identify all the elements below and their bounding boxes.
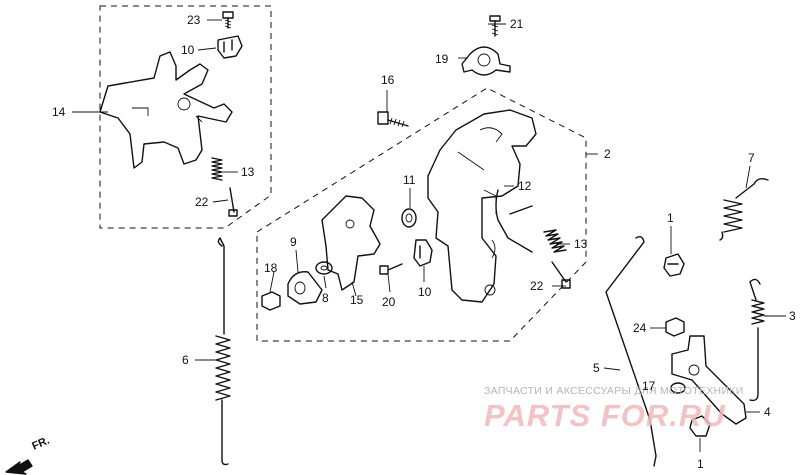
callout-1-lower: 1 — [697, 457, 704, 471]
control-assembly-group-frame — [256, 87, 587, 342]
lever-4 — [671, 335, 747, 425]
front-direction-arrow: FR. — [5, 435, 51, 475]
cam-9-hole — [294, 281, 306, 295]
bolt-16 — [377, 111, 409, 128]
upper-bracket-group-frame — [99, 5, 272, 229]
callout-12: 12 — [518, 179, 532, 193]
control-plate-2-hole — [484, 284, 496, 296]
callout-22-upper: 22 — [195, 195, 209, 209]
rod-5 — [605, 235, 657, 467]
bolt-22-right — [551, 261, 571, 289]
callout-23: 23 — [187, 13, 201, 27]
clamp-19 — [461, 46, 511, 76]
callout-3: 3 — [789, 309, 796, 323]
control-plate-2 — [427, 109, 537, 303]
plate-15 — [321, 195, 381, 291]
lever-4-hole — [688, 364, 700, 376]
callout-13-upper: 13 — [241, 165, 255, 179]
cable-link-12 — [495, 189, 533, 253]
callout-18: 18 — [264, 261, 278, 275]
callout-5: 5 — [593, 361, 600, 375]
spring-13-upper — [211, 157, 223, 181]
leader-lines — [72, 19, 786, 452]
callout-17: 17 — [642, 379, 656, 393]
callout-labels: 23 10 14 13 22 21 19 16 2 11 12 13 22 9 … — [52, 13, 796, 471]
front-direction-label: FR. — [30, 435, 51, 453]
bolt-21 — [489, 15, 501, 37]
callout-4: 4 — [764, 405, 771, 419]
spring-7 — [719, 177, 769, 241]
callout-21: 21 — [510, 17, 524, 31]
bracket-14-detail — [132, 107, 203, 123]
callout-9: 9 — [290, 235, 297, 249]
bolt-20 — [379, 263, 403, 275]
spring-3 — [749, 278, 765, 402]
callout-8: 8 — [322, 291, 329, 305]
callout-10-lower: 10 — [418, 285, 432, 299]
control-plate-2-detail — [457, 127, 503, 259]
clamp-19-hole — [477, 53, 491, 67]
clip-10-upper — [217, 35, 243, 59]
callout-13-right: 13 — [574, 237, 588, 251]
washer-11 — [401, 208, 417, 228]
clip-10-lower — [413, 239, 433, 267]
bolt-22-upper — [228, 187, 238, 217]
callout-20: 20 — [382, 295, 396, 309]
watermark-caption: ЗАПЧАСТИ И АКСЕССУАРЫ ДЛЯ МОТОТЕХНИКИ — [484, 385, 744, 397]
bracket-14 — [99, 51, 233, 169]
washer-8 — [315, 261, 333, 275]
spring-13-right — [543, 229, 567, 253]
plate-15-hole — [345, 219, 355, 229]
washer-17 — [670, 382, 686, 394]
callout-15: 15 — [350, 293, 364, 307]
callout-24: 24 — [633, 321, 647, 335]
clip-1-upper — [663, 253, 685, 277]
callout-14: 14 — [52, 105, 66, 119]
callout-22-right: 22 — [530, 279, 544, 293]
callout-2: 2 — [604, 147, 611, 161]
clip-1-lower — [689, 415, 711, 437]
bolt-23 — [222, 11, 234, 29]
callout-10-upper: 10 — [181, 43, 195, 57]
callout-16: 16 — [381, 73, 395, 87]
cam-9 — [287, 271, 323, 305]
watermark: ЗАПЧАСТИ И АКСЕССУАРЫ ДЛЯ МОТОТЕХНИКИ PA… — [484, 385, 744, 433]
callout-19: 19 — [435, 52, 449, 66]
nut-24 — [665, 317, 685, 337]
watermark-brand: PARTS FOR.RU — [484, 398, 726, 433]
callout-6: 6 — [182, 353, 189, 367]
washer-11-hole — [405, 213, 413, 223]
callout-11: 11 — [403, 173, 416, 187]
callout-1-upper: 1 — [667, 211, 674, 225]
bracket-14-hole — [177, 97, 191, 111]
washer-8-hole — [320, 265, 328, 271]
spring-6 — [215, 237, 231, 466]
callout-7: 7 — [748, 151, 755, 165]
nut-18 — [261, 291, 281, 311]
